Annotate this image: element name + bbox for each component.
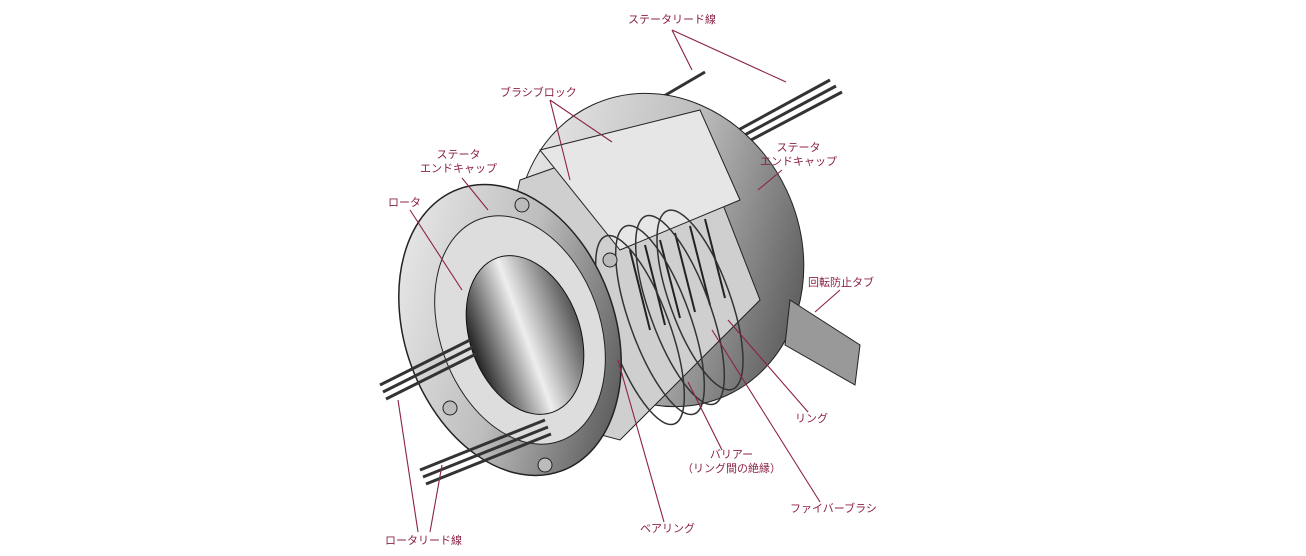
label-line: エンドキャップ (420, 162, 497, 175)
rotor-lead-wires (379, 338, 552, 486)
bolts (442, 197, 618, 473)
label-stator-lead: ステータリード線 (628, 13, 716, 26)
label-anti-rotation-tab: 回転防止タブ (808, 276, 874, 289)
label-brush-block: ブラシブロック (500, 86, 577, 99)
label-line: エンドキャップ (760, 155, 837, 168)
label-line: バリアー (709, 448, 754, 461)
brush-block (539, 109, 741, 251)
label-rotor-lead: ロータリード線 (385, 534, 462, 547)
label-bearing: ベアリング (640, 522, 695, 535)
label-rotor: ロータ (388, 196, 421, 209)
label-fiber-brush: ファイバーブラシ (790, 502, 877, 515)
anti-rotation-tab (784, 299, 861, 386)
label-ring: リング (795, 412, 828, 425)
label-stator-endcap-left: ステータ エンドキャップ (420, 148, 497, 176)
label-barrier: バリアー （リング間の絶縁） (682, 448, 781, 476)
leader-lines (397, 29, 841, 533)
label-line: （リング間の絶縁） (682, 462, 781, 475)
label-stator-endcap-right: ステータ エンドキャップ (760, 141, 837, 169)
label-line: ステータ (436, 148, 481, 161)
label-line: ステータ (776, 141, 821, 154)
